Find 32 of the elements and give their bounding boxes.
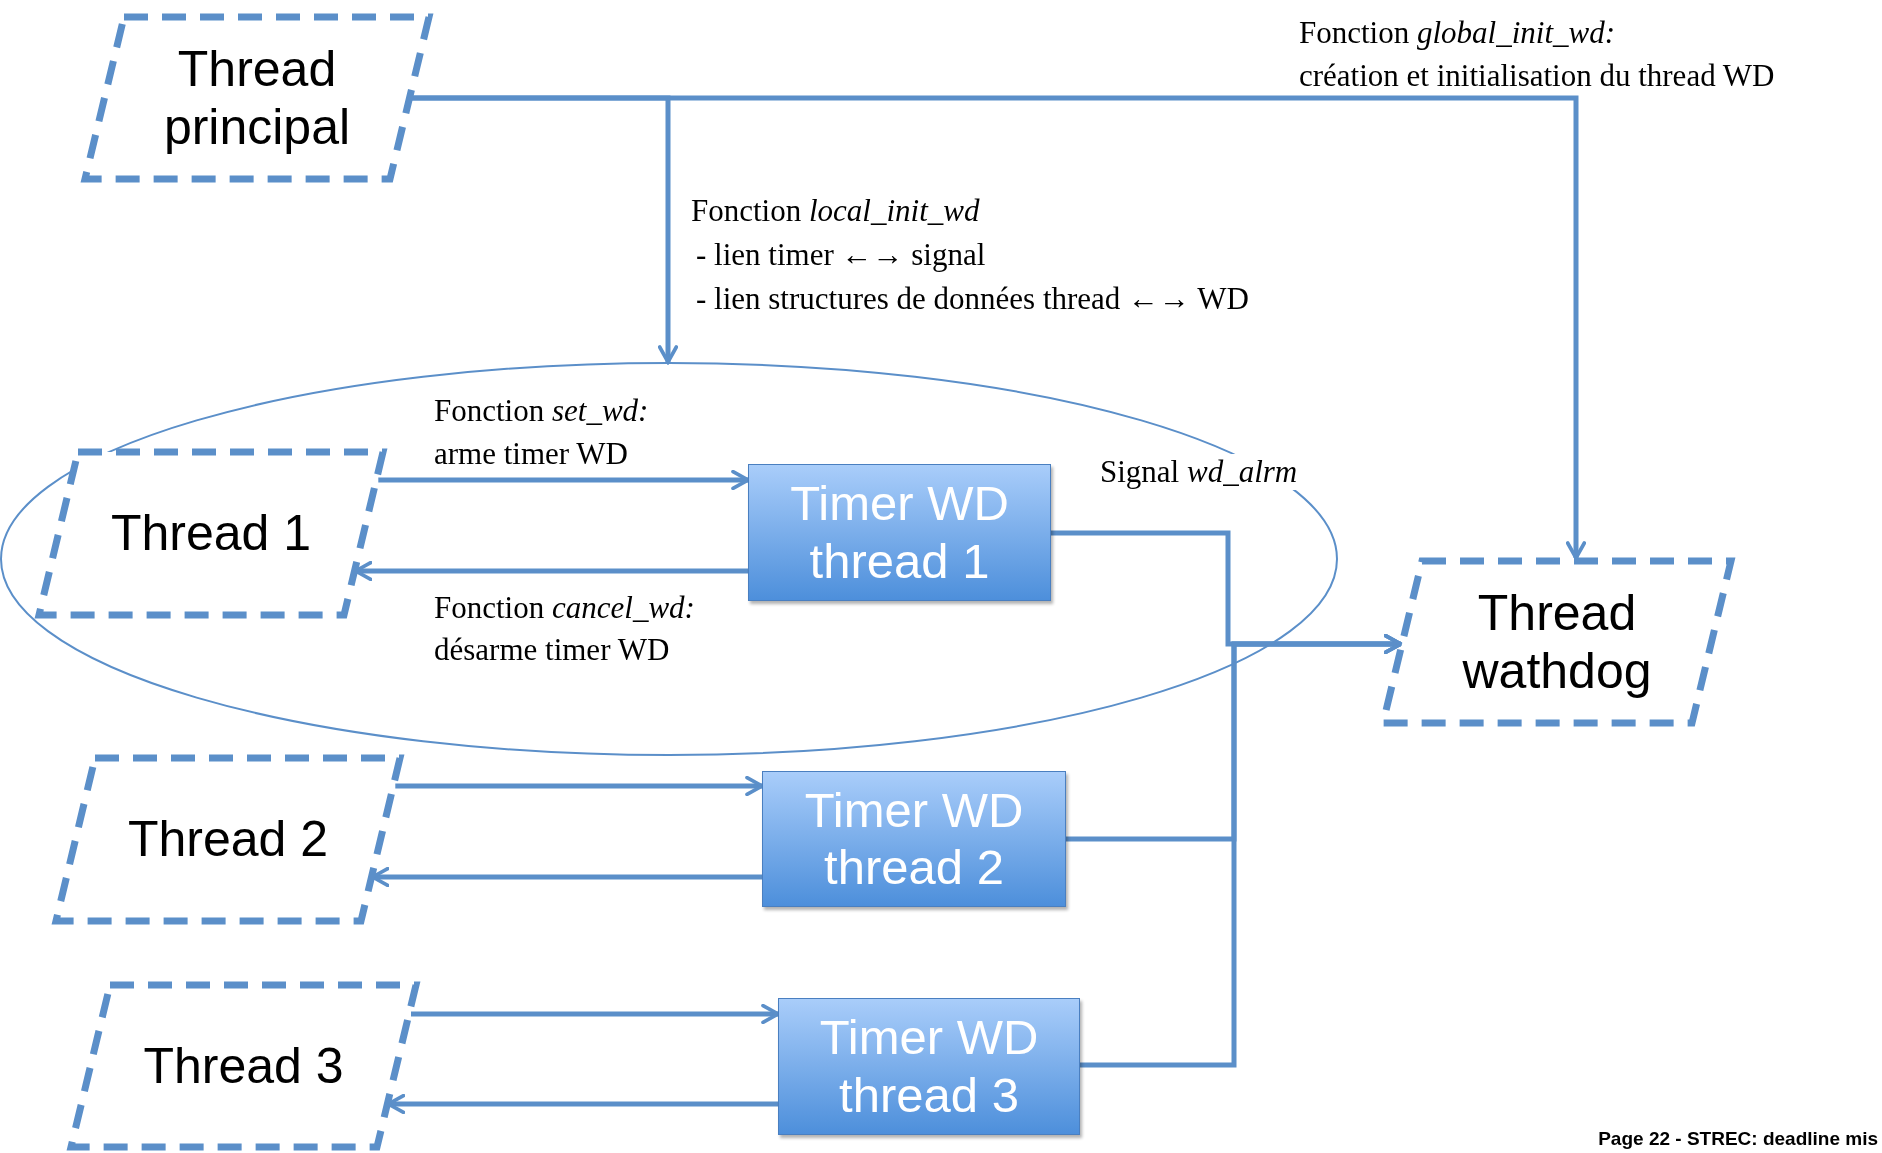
thread-parallelogram <box>53 755 403 924</box>
timer-label: Timer WD thread 1 <box>789 475 1010 590</box>
arrow <box>411 1003 780 1025</box>
function-note: Fonction cancel_wd: <box>434 590 695 626</box>
timer-label: Timer WD thread 3 <box>818 1009 1040 1124</box>
function-note: création et initialisation du thread WD <box>1299 58 1775 94</box>
ellipse-outline <box>0 362 1338 756</box>
thread-parallelogram <box>36 449 386 618</box>
thread-label: Thread 1 <box>109 504 313 563</box>
function-note: Fonction global_init_wd: <box>1299 15 1616 51</box>
thread-label: Thread principal <box>162 39 352 157</box>
function-note: désarme timer WD <box>434 632 670 668</box>
function-note: Fonction set_wd: <box>434 393 649 429</box>
arrow <box>411 95 1587 560</box>
thread-parallelogram <box>82 14 432 182</box>
thread-parallelogram <box>1380 558 1734 726</box>
thread-parallelogram <box>68 982 419 1150</box>
signal-note: Signal wd_alrm <box>1100 454 1298 490</box>
function-note: Fonction local_init_wd <box>691 193 980 229</box>
arrow <box>395 775 764 797</box>
thread-label: Thread 3 <box>142 1036 345 1096</box>
thread-label: Thread wathdog <box>1461 583 1653 701</box>
timer-label: Timer WD thread 2 <box>803 781 1025 896</box>
function-note: - lien structures de données thread ←→ WD <box>696 281 1249 317</box>
page-footer: Page 22 - STREC: deadline mis <box>1598 1128 1878 1150</box>
function-note: - lien timer ←→ signal <box>696 237 986 273</box>
function-note: arme timer WD <box>434 436 628 472</box>
thread-label: Thread 2 <box>126 810 330 869</box>
arrow <box>378 469 750 491</box>
timer-box <box>762 771 1066 907</box>
timer-box <box>778 998 1080 1135</box>
timer-box <box>748 464 1051 601</box>
